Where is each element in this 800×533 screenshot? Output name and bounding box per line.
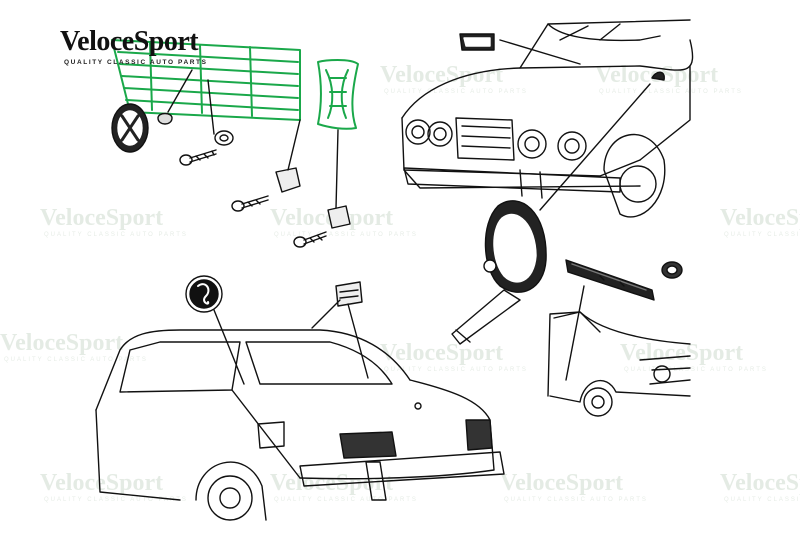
grille-badge — [111, 103, 149, 153]
brand-logo-tagline: QUALITY CLASSIC AUTO PARTS — [64, 59, 208, 66]
round-badge-part — [185, 275, 223, 313]
grille-highlighted — [111, 39, 359, 130]
nut-part — [327, 205, 351, 229]
car-front-view — [401, 19, 694, 218]
screw-part — [179, 149, 217, 166]
oval-badge-part — [661, 261, 683, 279]
screw-part — [231, 195, 269, 212]
washer-part — [214, 130, 234, 146]
brand-logo: VeloceSport QUALITY CLASSIC AUTO PARTS — [60, 26, 250, 76]
small-mirror-part — [459, 33, 495, 51]
car-rear-view — [95, 329, 505, 521]
nut-part — [275, 167, 301, 193]
car-side-view — [547, 311, 691, 417]
screw-part — [293, 231, 327, 248]
trim-clip-part — [335, 281, 363, 307]
brand-logo-name: VeloceSport — [60, 26, 199, 57]
clip-part — [157, 112, 173, 125]
door-mirror-part — [451, 200, 547, 345]
trim-strip-part — [565, 259, 655, 301]
